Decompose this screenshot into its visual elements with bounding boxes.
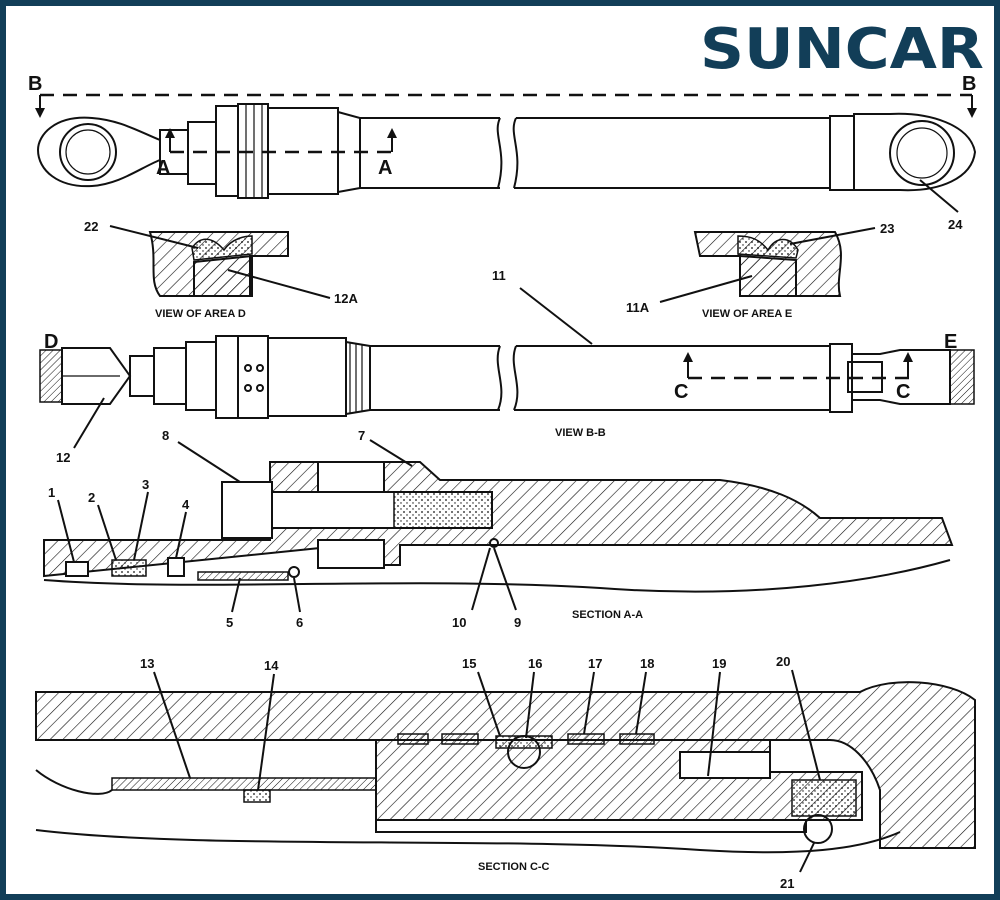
cc-seal-17 [567, 733, 605, 745]
aa-bore-gap [317, 539, 385, 569]
rod-end-d-cut [39, 349, 63, 403]
marker-a-left: A [156, 157, 170, 179]
logo-text: SUNCAR [700, 17, 984, 82]
suncar-logo: SUNCAR [700, 17, 984, 82]
aa-oring-9 [489, 538, 499, 548]
view-area-d: 22 12A VIEW OF AREA D [84, 219, 358, 320]
callout-4: 4 [182, 497, 190, 512]
cc-rod-outline [35, 829, 901, 854]
aa-bolt-head [221, 481, 273, 539]
cc-oring-16 [507, 735, 541, 769]
cylinder-top-view: B B A A [28, 73, 977, 232]
rod-end-d [61, 347, 132, 405]
rod-neck [129, 355, 155, 397]
head-body-bb [267, 337, 347, 417]
area-d-ring [193, 254, 253, 297]
aa-bolt-thread [393, 491, 493, 529]
cc-piston-groove-19 [679, 751, 771, 779]
section-c-c: 13 14 15 16 17 18 19 20 21 SECTION C-C [35, 654, 976, 891]
callout-17: 17 [588, 656, 602, 671]
aa-rod-outline [43, 559, 951, 593]
cc-rod-13 [111, 777, 377, 791]
section-a-a: 1 2 3 4 5 6 7 8 9 10 SECTION A-A [43, 428, 954, 630]
cc-seal-18 [619, 733, 655, 745]
tube-break-left [496, 117, 503, 189]
callout-14: 14 [264, 658, 279, 673]
aa-oring-6 [288, 566, 300, 578]
marker-d: D [44, 331, 58, 353]
head-port-plate [237, 335, 269, 419]
callout-2: 2 [88, 490, 95, 505]
marker-b-left: B [28, 73, 42, 95]
callout-11: 11 [492, 268, 506, 283]
callout-1: 1 [48, 485, 55, 500]
cc-nut-20 [791, 779, 857, 817]
callout-15: 15 [462, 656, 476, 671]
caption-section-c-c: SECTION C-C [478, 861, 550, 873]
area-d-seal [191, 235, 253, 261]
cap-eye-bore-inner [896, 127, 948, 179]
callout-21: 21 [780, 876, 794, 891]
tube-break-right [512, 117, 519, 189]
rod-collar [153, 347, 187, 405]
marker-a-right: A [378, 157, 392, 179]
caption-view-area-e: VIEW OF AREA E [702, 308, 792, 320]
head-flange-bb [215, 335, 239, 419]
head-body [267, 107, 339, 195]
aa-seal-4 [167, 557, 185, 577]
marker-e: E [944, 331, 957, 353]
cc-piston [375, 739, 863, 821]
caption-view-b-b: VIEW B-B [555, 427, 606, 439]
section-b-left-arrowhead [35, 108, 45, 118]
area-e-seal [737, 235, 799, 259]
callout-11a: 11A [626, 300, 650, 315]
callout-13: 13 [140, 656, 154, 671]
rod-eye-left [36, 116, 161, 188]
callout-9: 9 [514, 615, 521, 630]
callout-18: 18 [640, 656, 654, 671]
callout-23: 23 [880, 221, 894, 236]
section-b-right-arrowhead [967, 108, 977, 118]
head-front [185, 341, 217, 411]
callout-12a: 12A [334, 291, 358, 306]
cc-spacer-14 [243, 789, 271, 803]
cc-seal-15b [441, 733, 479, 745]
caption-view-area-d: VIEW OF AREA D [155, 308, 246, 320]
callout-8: 8 [162, 428, 169, 443]
aa-seal-2-3 [111, 559, 147, 577]
cap-end-e-cut [949, 349, 975, 405]
rod-eye-bore-outer [59, 123, 117, 181]
cap-eye-bore-outer [889, 120, 955, 186]
callout-5: 5 [226, 615, 233, 630]
callout-6: 6 [296, 615, 303, 630]
rod-eye-bore-inner [65, 129, 111, 175]
callout-12: 12 [56, 450, 70, 465]
marker-b-right: B [962, 73, 976, 95]
view-area-e: 23 11A VIEW OF AREA E [626, 221, 894, 320]
callout-24: 24 [948, 217, 963, 232]
cap-end-eye [853, 112, 977, 192]
marker-c-left: C [674, 381, 688, 403]
aa-seal-1 [65, 561, 89, 577]
aa-wear-band-5 [197, 571, 289, 581]
callout-7: 7 [358, 428, 365, 443]
callout-20: 20 [776, 654, 790, 669]
cc-ball-21 [803, 814, 833, 844]
cap-end-collar [829, 115, 855, 191]
callout-16: 16 [528, 656, 542, 671]
marker-c-right: C [896, 381, 910, 403]
callout-19: 19 [712, 656, 726, 671]
callout-10: 10 [452, 615, 466, 630]
cylinder-view-b-b: D E 11 [39, 268, 975, 465]
area-e-ring [739, 254, 797, 297]
cc-tube-wall [35, 681, 976, 849]
cc-seal-15a [397, 733, 429, 745]
cc-seal-16 [495, 735, 553, 749]
caption-section-a-a: SECTION A-A [572, 609, 643, 621]
callout-22: 22 [84, 219, 98, 234]
callout-3: 3 [142, 477, 149, 492]
